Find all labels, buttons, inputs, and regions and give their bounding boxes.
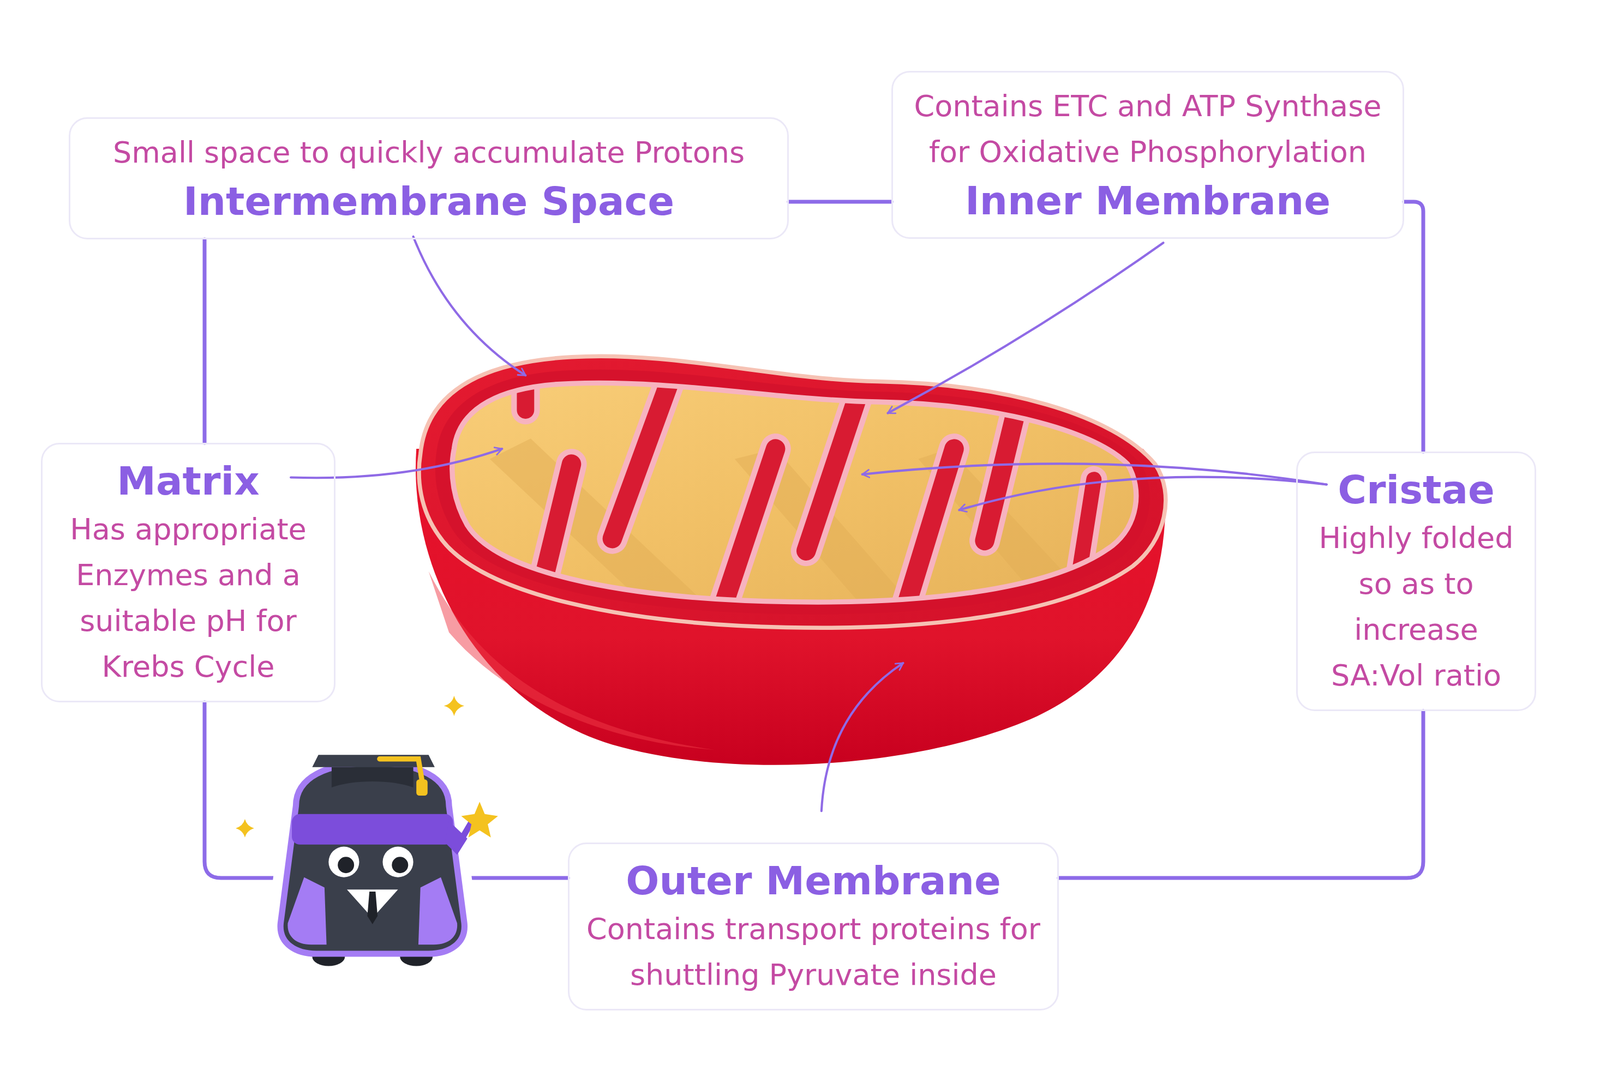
callout-box: Outer MembraneContains transport protein… (567, 842, 1059, 1011)
part-heading: Outer Membrane (580, 855, 1047, 907)
bracket-connector (788, 200, 892, 205)
callout-box: MatrixHas appropriate Enzymes and a suit… (40, 442, 336, 703)
sparkle (235, 696, 465, 838)
bracket-connector (1404, 201, 1424, 452)
part-description: Highly folded so as to increase SA:Vol r… (1308, 515, 1524, 699)
leader-line (290, 448, 502, 478)
leader-line (413, 236, 526, 376)
leader-line (862, 463, 1327, 485)
leader-line (959, 477, 1327, 511)
intermembrane-space (435, 369, 1150, 615)
callout-box: Small space to quickly accumulate Proton… (68, 117, 789, 240)
part-heading: Intermembrane Space (81, 175, 777, 227)
callout-box: CristaeHighly folded so as to increase S… (1296, 451, 1537, 712)
bracket-connector (1058, 711, 1424, 879)
outer-membrane-face (418, 356, 1166, 628)
leader-line (821, 663, 904, 812)
mascot (280, 754, 499, 967)
callout-box: Contains ETC and ATP Synthase for Oxidat… (891, 70, 1405, 239)
part-heading: Inner Membrane (903, 175, 1392, 227)
leader-line (887, 242, 1164, 413)
part-description: Has appropriate Enzymes and a suitable p… (53, 506, 323, 691)
part-description: Contains transport proteins for shuttlin… (580, 906, 1047, 999)
part-description: Small space to quickly accumulate Proton… (81, 129, 777, 176)
part-description: Contains ETC and ATP Synthase for Oxidat… (903, 83, 1392, 176)
part-heading: Cristae (1308, 464, 1524, 516)
bracket-connector (204, 702, 568, 879)
part-heading: Matrix (53, 455, 323, 507)
bracket-connector (202, 239, 207, 443)
